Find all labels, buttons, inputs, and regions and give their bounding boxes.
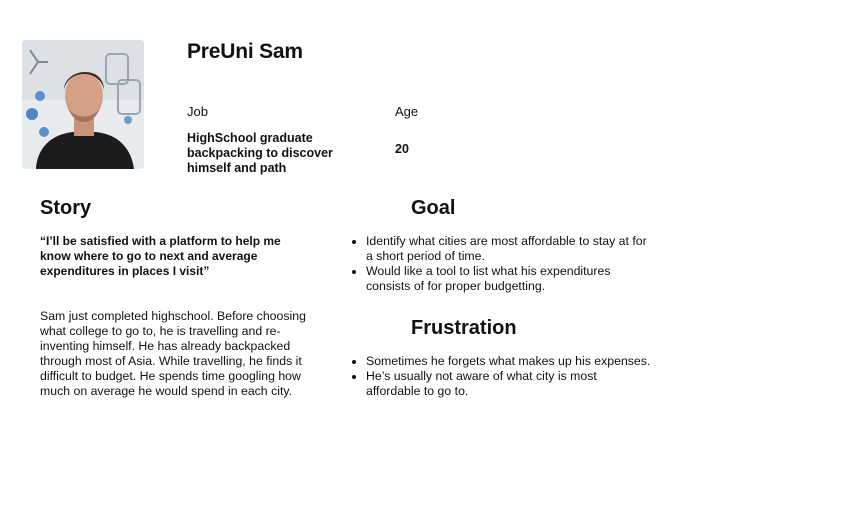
goal-heading: Goal (411, 197, 456, 219)
persona-avatar (22, 40, 144, 169)
frustration-item: Sometimes he forgets what makes up his e… (366, 354, 651, 369)
goal-item: Would like a tool to list what his expen… (366, 264, 651, 294)
persona-name: PreUni Sam (187, 40, 303, 63)
goal-item: Identify what cities are most affordable… (366, 234, 651, 264)
story-bio: Sam just completed highschool. Before ch… (40, 309, 306, 398)
age-value: 20 (395, 142, 409, 156)
frustration-heading: Frustration (411, 317, 517, 339)
job-label: Job (187, 104, 208, 119)
age-label: Age (395, 104, 419, 119)
story-heading: Story (40, 197, 92, 219)
story-quote: “I’ll be satisfied with a platform to he… (40, 234, 281, 278)
job-value: HighSchool graduate backpacking to disco… (187, 131, 333, 175)
frustration-list: Sometimes he forgets what makes up his e… (352, 354, 651, 399)
goal-list: Identify what cities are most affordable… (352, 234, 651, 294)
frustration-item: He’s usually not aware of what city is m… (366, 369, 651, 399)
